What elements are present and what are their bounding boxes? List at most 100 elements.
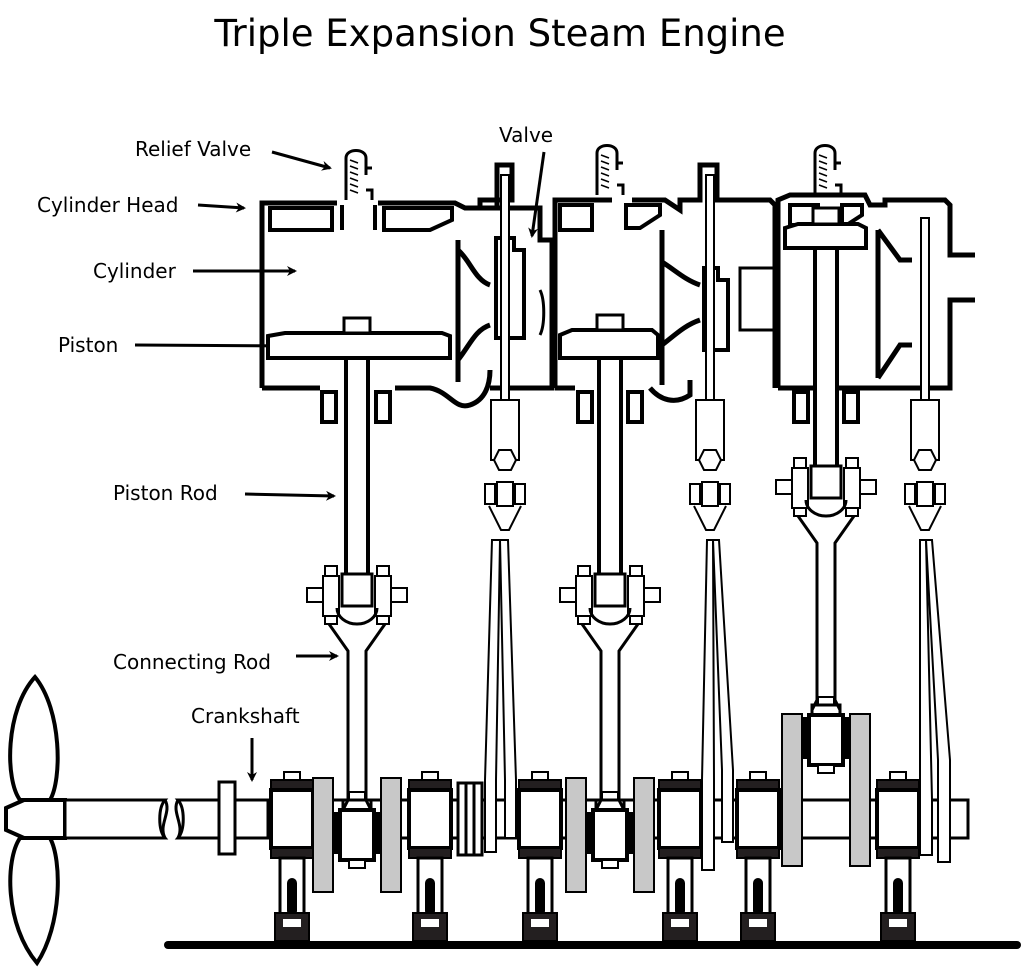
bearing-cap-nut [531,771,549,781]
connecting-rod [796,515,856,711]
main-bearing-5 [735,771,781,942]
label-piston: Piston [58,333,119,357]
main-bearing-2 [407,771,453,942]
bearing-cap-nut [421,771,439,781]
valve-rod-hex-nut [912,449,938,471]
crosshead-pin [643,587,661,603]
eccentric-block [496,481,514,507]
arrow-cylinder-head [197,202,246,213]
crosshead-nut [376,565,390,577]
main-bearing-1 [269,771,315,942]
rods-and-crossheads [306,174,946,811]
crosshead-pin [859,479,877,495]
cylinder-feet [320,390,860,424]
label-connecting-rod: Connecting Rod [113,650,271,674]
ip-cylinder-wall [552,162,778,388]
crosshead [593,572,627,608]
relief-valve-ip [595,144,625,195]
pedestal-foot-window [671,919,689,927]
eccentric-block [701,481,719,507]
valve-rod-hex-nut [492,449,518,471]
crankpin-bearing [807,713,845,767]
crosshead-pin [775,479,793,495]
main-bearing-3 [517,771,563,942]
crosshead-bolt [845,507,859,517]
connecting-rod [580,623,640,811]
propeller-blade-top [8,673,60,802]
pedestal-slot [753,878,763,916]
arrow-piston-rod [244,490,336,501]
crankpin-bolt [601,859,619,869]
propeller-blade-bottom [8,836,60,967]
crank-web [312,777,334,893]
pedestal-slot [425,878,435,916]
crosshead-pin [306,587,324,603]
crankshaft-coupling [456,781,484,857]
bearing-block [875,788,921,850]
propeller-shaft [63,780,270,856]
eccentric-fork [908,505,942,531]
pedestal-foot [412,912,448,942]
bearing-cap-nut [283,771,301,781]
crosshead-nut [629,565,643,577]
piston-assembly-2 [559,356,661,811]
bearing-block [735,788,781,850]
crosshead-nut [793,457,807,469]
crank-web [565,777,587,893]
pistons [266,206,868,360]
pedestal-slot [675,878,685,916]
hp-cylinder-wall [259,162,515,388]
eccentric-strap [719,483,731,505]
pedestal-foot-window [749,919,767,927]
bearing-cap-nut [671,771,689,781]
label-piston-rod: Piston Rod [113,481,218,505]
pedestal-foot-window [531,919,549,927]
propeller-hub [4,798,67,840]
eccentric-strap [904,483,916,505]
pedestal-foot-window [889,919,907,927]
label-crankshaft: Crankshaft [191,704,300,728]
eccentric-rods [484,539,951,871]
bearing-cap-nut [889,771,907,781]
eccentric-fork [488,505,522,531]
pedestal-slot [535,878,545,916]
lp-cylinder-wall [775,192,975,391]
pedestal-slot [287,878,297,916]
lp-piston [783,222,868,250]
pedestal-foot [662,912,698,942]
crosshead-pin [559,587,577,603]
main-bearings [269,771,921,942]
crosshead [340,572,374,608]
propeller [4,673,67,967]
valve-rod [705,174,715,401]
relief-valve-lp [813,144,843,195]
crosshead-fork [335,607,379,626]
label-relief-valve: Relief Valve [135,137,252,161]
hp-piston [266,331,452,360]
valve-rod-assembly-1 [484,174,526,531]
valve-rod-assembly-2 [689,174,731,531]
crank-throw-3 [781,696,871,867]
crosshead-bolt [376,615,390,625]
hp-slide-valve [494,236,526,340]
bearing-block [407,788,453,850]
bearing-block [517,788,563,850]
crosshead-nut [845,457,859,469]
eccentric-strap [484,483,496,505]
crank-web [380,777,402,893]
crank-throws [312,696,871,893]
bearing-block [269,788,315,850]
arrow-relief-valve [271,150,332,171]
eccentric-block [916,481,934,507]
connecting-rod [327,623,387,811]
ip-piston [558,328,660,360]
label-cylinder-head: Cylinder Head [37,193,179,217]
valve-rod-assembly-3 [904,217,946,531]
crank-throw-1 [312,777,402,893]
crosshead-bolt [629,615,643,625]
crankpin-bolt [348,859,366,869]
crank-web [849,713,871,867]
relief-valve-hp [344,149,374,200]
pedestal-foot-window [421,919,439,927]
crank-throw-2 [565,777,655,893]
